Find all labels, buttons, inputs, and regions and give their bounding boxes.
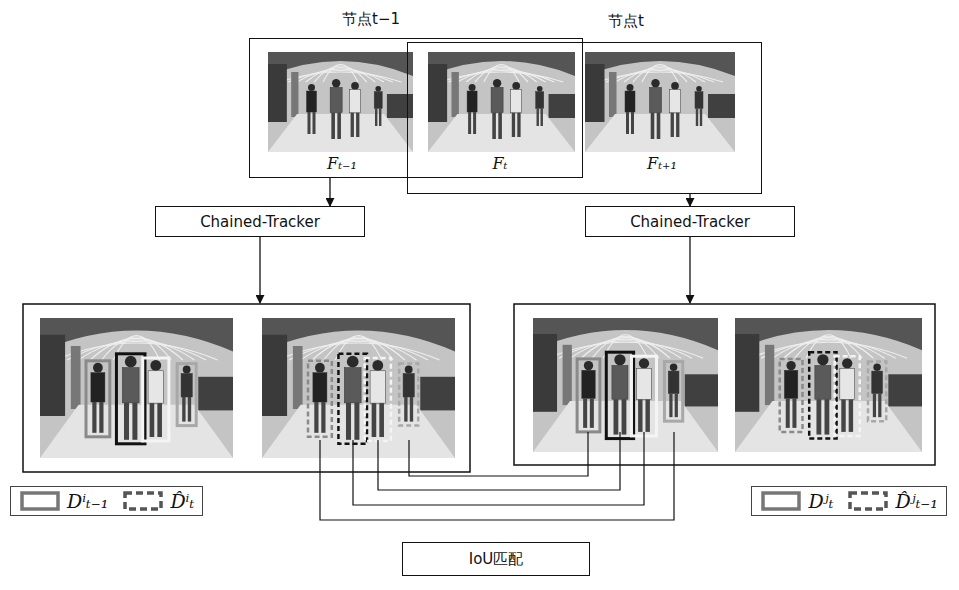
frame-caption: Fₜ₋₁ — [327, 154, 357, 173]
mall-photo — [268, 52, 413, 152]
node-heading: 节点t — [608, 12, 644, 31]
box-label: IoU匹配 — [469, 550, 524, 569]
legend-label: Dⁱₜ₋₁ — [67, 490, 108, 512]
node-group-box: 节点t — [407, 42, 762, 194]
process-box: IoU匹配 — [402, 542, 590, 576]
flow-arrow — [689, 237, 690, 303]
legend-swatch — [19, 490, 61, 512]
frame-caption: Fₜ — [492, 154, 507, 173]
legend-entry: D̂ʲₜ₋₁ — [847, 490, 938, 512]
legend-swatch — [122, 490, 164, 512]
node-group-box: 节点t−1 — [249, 38, 583, 178]
match-line — [409, 432, 588, 476]
mall-photo — [585, 52, 735, 152]
result-panel — [23, 304, 470, 472]
legend-entry: Dʲₜ — [760, 490, 833, 512]
legend-entry: Dⁱₜ₋₁ — [19, 490, 108, 512]
legend-box: Dʲₜ D̂ʲₜ₋₁ — [751, 486, 947, 516]
mall-photo — [428, 52, 575, 152]
legend-entry: D̂ⁱₜ — [122, 490, 194, 512]
legend-label: Dʲₜ — [808, 490, 833, 512]
flow-arrow — [689, 194, 690, 206]
match-line — [320, 432, 674, 520]
result-panel — [514, 304, 935, 465]
node-heading: 节点t−1 — [342, 10, 400, 29]
legend-swatch — [847, 490, 889, 512]
flow-arrow — [329, 178, 330, 206]
box-label: Chained-Tracker — [630, 213, 750, 231]
legend-swatch — [760, 490, 802, 512]
flow-arrow — [259, 237, 260, 303]
process-box: Chained-Tracker — [585, 206, 795, 237]
mall-photo — [40, 318, 233, 458]
match-line — [378, 432, 620, 490]
box-label: Chained-Tracker — [200, 213, 320, 231]
process-box: Chained-Tracker — [155, 206, 365, 237]
frame-caption: Fₜ₊₁ — [647, 154, 677, 173]
legend-label: D̂ⁱₜ — [170, 490, 194, 512]
mall-photo — [533, 318, 718, 452]
legend-label: D̂ʲₜ₋₁ — [895, 490, 938, 512]
mall-photo — [735, 318, 922, 452]
mall-photo — [262, 318, 455, 458]
match-line — [353, 432, 644, 505]
legend-box: Dⁱₜ₋₁ D̂ⁱₜ — [10, 486, 203, 516]
